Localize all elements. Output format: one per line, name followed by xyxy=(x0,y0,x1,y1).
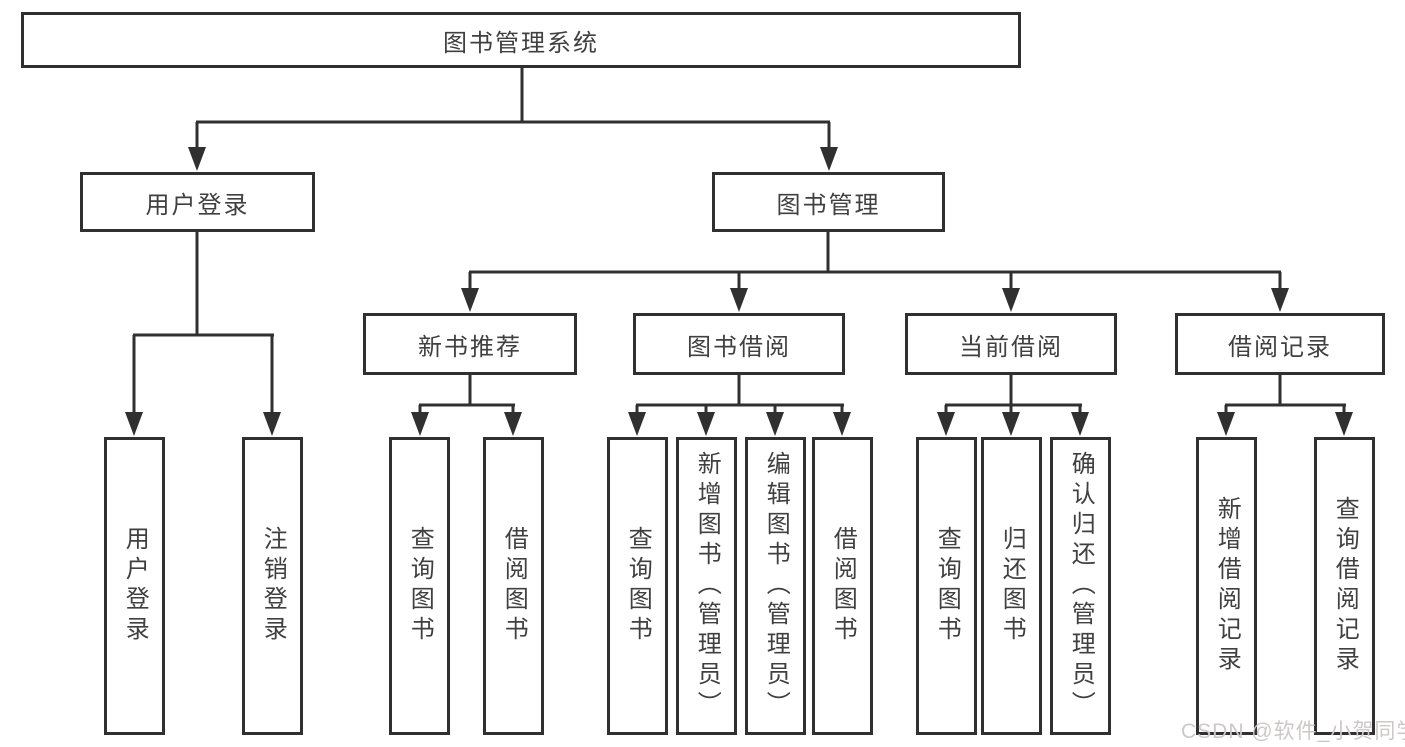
node-book-borrowing-label: 图书借阅 xyxy=(687,333,791,361)
leaf-records-query-record: 查询借阅记录 xyxy=(1314,437,1375,735)
leaf-current-return-books: 归还图书 xyxy=(981,437,1042,735)
connector-borrowing-records xyxy=(1217,375,1353,436)
leaf-newbooks-query-books-label: 查询图书 xyxy=(406,526,434,646)
leaf-user-login: 用户登录 xyxy=(104,437,165,735)
leaf-borrowing-edit-books-admin-label: 编辑图书（管理员） xyxy=(762,451,790,721)
leaf-records-query-record-label: 查询借阅记录 xyxy=(1331,496,1359,676)
node-book-management: 图书管理 xyxy=(712,172,945,232)
connector-book-management xyxy=(461,232,1289,312)
node-current-borrowing: 当前借阅 xyxy=(905,313,1117,375)
connector-current-borrowing xyxy=(937,375,1089,436)
leaf-current-query-books-label: 查询图书 xyxy=(933,526,961,646)
leaf-user-login-label: 用户登录 xyxy=(121,526,149,646)
leaf-logout: 注销登录 xyxy=(242,437,303,735)
leaf-current-confirm-return-admin-label: 确认归还（管理员） xyxy=(1067,451,1095,721)
leaf-newbooks-borrow-books: 借阅图书 xyxy=(483,437,544,735)
node-current-borrowing-label: 当前借阅 xyxy=(959,333,1063,361)
leaf-borrowing-borrow-books: 借阅图书 xyxy=(812,437,873,735)
node-borrowing-records: 借阅记录 xyxy=(1175,313,1385,375)
leaf-records-add-record: 新增借阅记录 xyxy=(1196,437,1257,735)
node-library-management-system: 图书管理系统 xyxy=(21,12,1021,68)
node-book-management-label: 图书管理 xyxy=(776,191,881,219)
leaf-borrowing-borrow-books-label: 借阅图书 xyxy=(829,526,857,646)
leaf-borrowing-add-books-admin: 新增图书（管理员） xyxy=(676,437,737,735)
leaf-current-query-books: 查询图书 xyxy=(916,437,977,735)
csdn-watermark: CSDN @软件_小贺同学 xyxy=(1181,720,1405,743)
leaf-borrowing-query-books-label: 查询图书 xyxy=(624,526,652,646)
node-borrowing-records-label: 借阅记录 xyxy=(1228,333,1332,361)
connector-book-borrowing xyxy=(628,375,851,436)
node-new-book-recommendation: 新书推荐 xyxy=(363,313,577,375)
leaf-records-add-record-label: 新增借阅记录 xyxy=(1213,496,1241,676)
node-user-login: 用户登录 xyxy=(80,172,315,232)
leaf-current-confirm-return-admin: 确认归还（管理员） xyxy=(1050,437,1111,735)
node-user-login-label: 用户登录 xyxy=(145,191,250,219)
leaf-newbooks-borrow-books-label: 借阅图书 xyxy=(500,526,528,646)
node-book-borrowing: 图书借阅 xyxy=(633,313,845,375)
leaf-logout-label: 注销登录 xyxy=(259,526,287,646)
leaf-borrowing-query-books: 查询图书 xyxy=(607,437,668,735)
connector-new-book-recommendation xyxy=(411,375,522,436)
leaf-borrowing-edit-books-admin: 编辑图书（管理员） xyxy=(745,437,806,735)
connector-root xyxy=(188,68,838,171)
leaf-newbooks-query-books: 查询图书 xyxy=(389,437,450,735)
leaf-borrowing-add-books-admin-label: 新增图书（管理员） xyxy=(693,451,721,721)
connector-user-login xyxy=(125,232,281,436)
node-library-management-system-label: 图书管理系统 xyxy=(443,29,599,57)
leaf-current-return-books-label: 归还图书 xyxy=(998,526,1026,646)
node-new-book-recommendation-label: 新书推荐 xyxy=(418,333,522,361)
